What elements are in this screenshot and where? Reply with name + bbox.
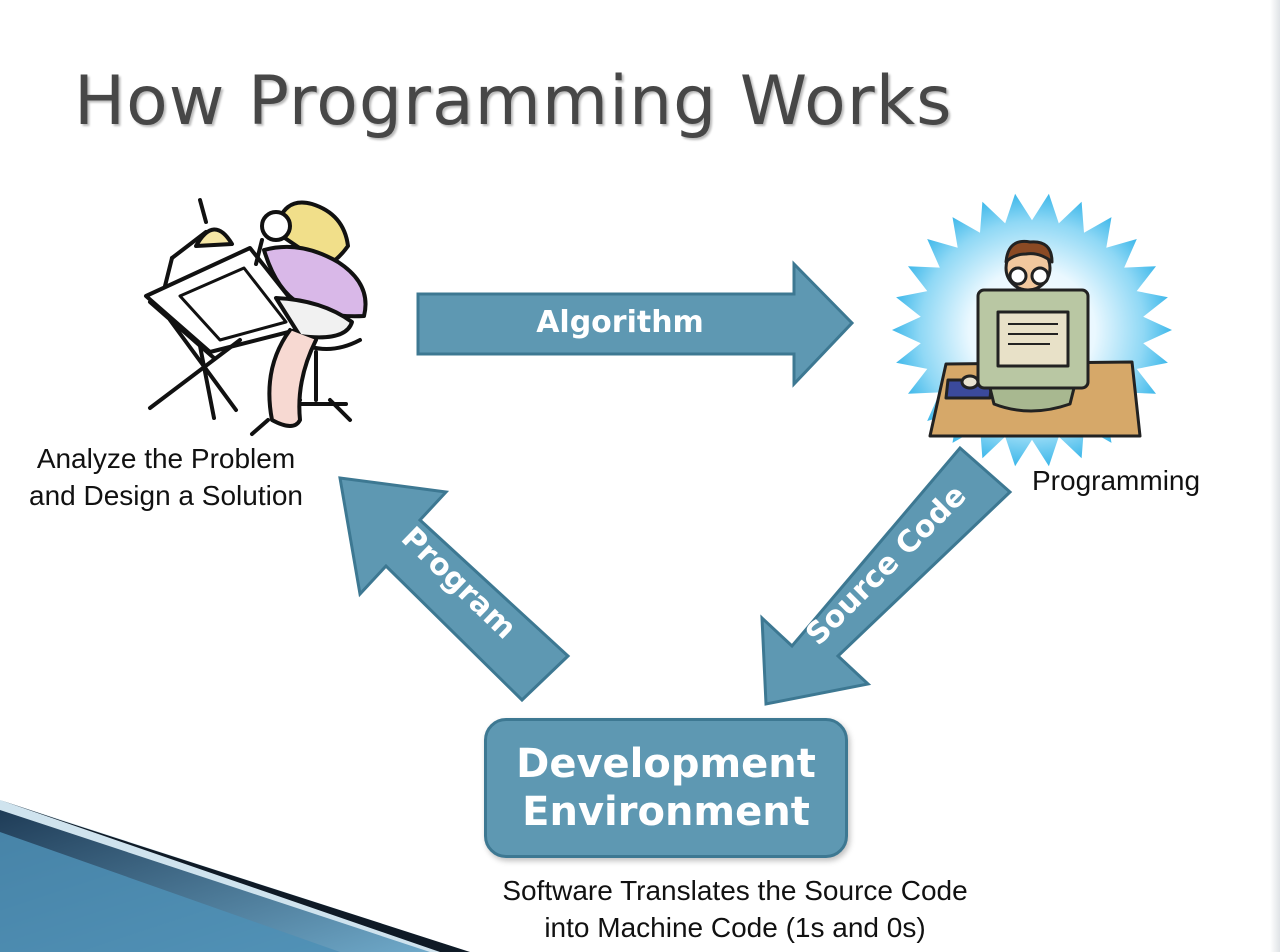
development-box-line-1: Development: [516, 741, 816, 787]
programming-caption: Programming: [1032, 465, 1201, 496]
source-code-arrow: Source Code: [760, 445, 1013, 706]
program-arrow: Program: [338, 476, 571, 703]
algorithm-arrow: Algorithm: [416, 260, 855, 388]
corner-swoosh-decoration: [0, 800, 470, 952]
development-environment-box: Development Environment: [484, 718, 848, 858]
slide-title: How Programming Works: [74, 62, 953, 141]
slide-edge: [1270, 0, 1280, 952]
development-box-line-2: Environment: [522, 789, 810, 835]
development-caption: Software Translates the Source Code into…: [440, 872, 1030, 946]
analyze-caption: Analyze the Problem and Design a Solutio…: [10, 440, 322, 514]
woman-at-drafting-table-icon: [144, 198, 368, 436]
source-code-arrow-label: Source Code: [799, 478, 973, 652]
development-caption-line-1: Software Translates the Source Code: [502, 875, 968, 906]
algorithm-arrow-label: Algorithm: [536, 305, 704, 340]
programmer-at-computer-icon: [892, 193, 1172, 467]
analyze-caption-line-1: Analyze the Problem: [36, 443, 296, 474]
analyze-caption-line-2: and Design a Solution: [29, 480, 303, 511]
development-caption-line-2: into Machine Code (1s and 0s): [544, 912, 926, 943]
